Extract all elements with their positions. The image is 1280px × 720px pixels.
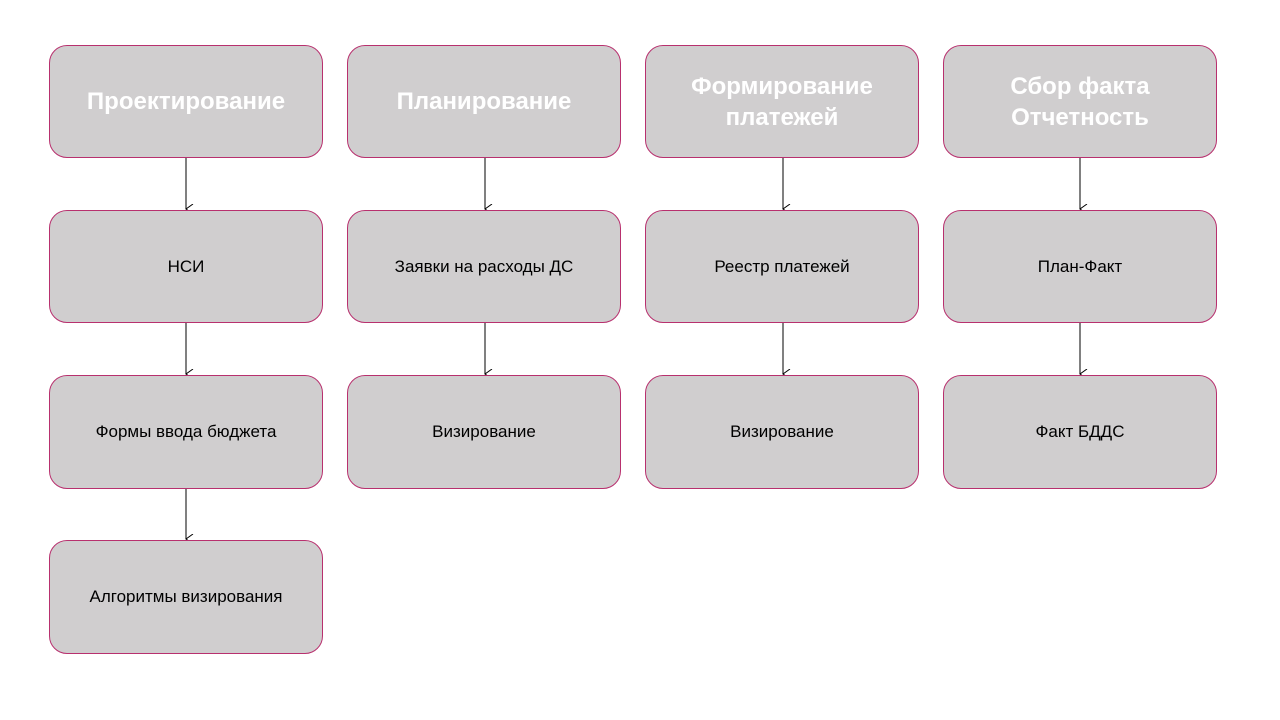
header-label: Проектирование: [86, 88, 286, 115]
header-reporting: Сбор факта Отчетность: [943, 45, 1217, 158]
node-approval: Визирование: [645, 375, 919, 489]
node-label: Формы ввода бюджета: [95, 422, 277, 441]
node-label: Алгоритмы визирования: [89, 587, 283, 606]
node-fact-bdds: Факт БДДС: [943, 375, 1217, 489]
node-nsi: НСИ: [49, 210, 323, 323]
node-label: Визирование: [432, 422, 536, 441]
node-label: НСИ: [167, 256, 205, 276]
header-payments: Формирование платежей: [645, 45, 919, 158]
node-label: Реестр платежей: [714, 256, 850, 276]
node-plan-fact: План-Факт: [943, 210, 1217, 323]
node-approval: Визирование: [347, 375, 621, 489]
header-label: Формирование платежей: [691, 72, 873, 131]
node-label: Визирование: [730, 422, 834, 441]
node-approval-algorithms: Алгоритмы визирования: [49, 540, 323, 654]
header-planning: Планирование: [347, 45, 621, 158]
node-budget-forms: Формы ввода бюджета: [49, 375, 323, 489]
node-expense-requests: Заявки на расходы ДС: [347, 210, 621, 323]
header-label: Планирование: [396, 88, 572, 115]
header-design: Проектирование: [49, 45, 323, 158]
node-label: План-Факт: [1037, 256, 1123, 276]
node-label: Факт БДДС: [1035, 422, 1125, 441]
node-payment-registry: Реестр платежей: [645, 210, 919, 323]
node-label: Заявки на расходы ДС: [394, 256, 574, 276]
header-label: Сбор факта Отчетность: [1010, 72, 1150, 131]
